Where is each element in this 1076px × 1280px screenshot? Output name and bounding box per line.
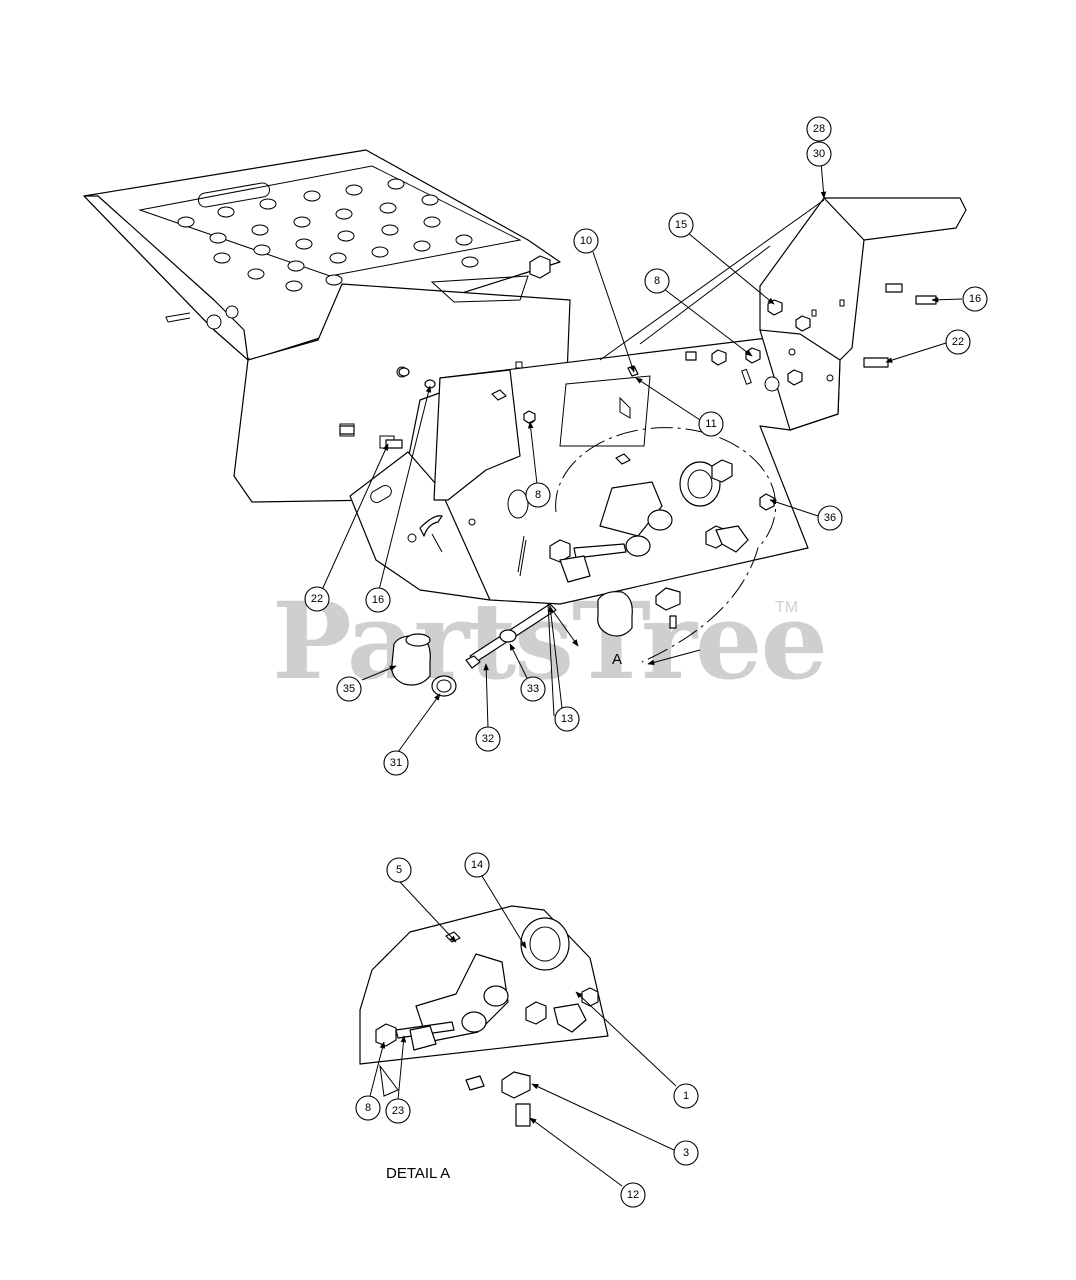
- detail-a-boundary: [555, 427, 777, 663]
- svg-text:35: 35: [343, 683, 355, 695]
- callout-balloon: 30: [806, 141, 832, 167]
- svg-text:30: 30: [813, 148, 825, 160]
- callout-balloon: 16: [365, 587, 391, 613]
- detail-a-label: DETAIL A: [386, 1165, 450, 1182]
- main-assembly: A: [83, 149, 967, 717]
- callout-balloon: 8: [525, 482, 551, 508]
- svg-text:14: 14: [471, 859, 483, 871]
- svg-text:16: 16: [372, 594, 384, 606]
- callout-balloon: 1: [673, 1083, 699, 1109]
- view-label-a: A: [612, 651, 622, 668]
- callout-balloon: 8: [644, 268, 670, 294]
- callout-balloon: 13: [554, 706, 580, 732]
- callout-balloon: 16: [962, 286, 988, 312]
- callout-balloon: 5: [386, 857, 412, 883]
- svg-text:8: 8: [365, 1102, 371, 1114]
- callout-balloon: 8: [355, 1095, 381, 1121]
- svg-text:10: 10: [580, 235, 592, 247]
- svg-text:8: 8: [654, 275, 660, 287]
- svg-text:16: 16: [969, 293, 981, 305]
- svg-text:8: 8: [535, 489, 541, 501]
- svg-text:3: 3: [683, 1147, 689, 1159]
- callout-balloon: 31: [383, 750, 409, 776]
- callout-balloon: 10: [573, 228, 599, 254]
- svg-text:36: 36: [824, 512, 836, 524]
- watermark-trademark: TM: [775, 599, 798, 616]
- svg-text:22: 22: [311, 593, 323, 605]
- foot-plate: [83, 149, 561, 361]
- callout-balloon: 35: [336, 676, 362, 702]
- svg-text:5: 5: [396, 864, 402, 876]
- callout-balloon: 22: [945, 329, 971, 355]
- callout-balloon: 33: [520, 676, 546, 702]
- callout-balloon: 3: [673, 1140, 699, 1166]
- control-components: [549, 453, 775, 583]
- callout-balloon: 14: [464, 852, 490, 878]
- callout-balloon: 11: [698, 411, 724, 437]
- callout-balloon: 15: [668, 212, 694, 238]
- callout-balloon: 36: [817, 505, 843, 531]
- svg-text:1: 1: [683, 1090, 689, 1102]
- callout-balloons: 28 30 10 15 8 16 22 11 36 8 22 16 35 33 …: [304, 116, 988, 1208]
- svg-text:15: 15: [675, 219, 687, 231]
- callout-balloon: 12: [620, 1182, 646, 1208]
- svg-text:12: 12: [627, 1189, 639, 1201]
- callout-balloon: 32: [475, 726, 501, 752]
- detail-arrow: [647, 649, 701, 666]
- svg-text:32: 32: [482, 733, 494, 745]
- detail-a-assembly: [359, 905, 609, 1127]
- leader-lines: [321, 149, 963, 1187]
- svg-text:31: 31: [390, 757, 402, 769]
- svg-text:13: 13: [561, 713, 573, 725]
- loose-parts: [391, 587, 681, 717]
- svg-text:11: 11: [705, 418, 716, 430]
- svg-text:33: 33: [527, 683, 539, 695]
- callout-balloon: 22: [304, 586, 330, 612]
- svg-text:23: 23: [392, 1105, 404, 1117]
- rear-plate: [599, 197, 967, 361]
- svg-text:22: 22: [952, 336, 964, 348]
- callout-balloon: 23: [385, 1098, 411, 1124]
- callout-balloon: 28: [806, 116, 832, 142]
- svg-text:28: 28: [813, 123, 825, 135]
